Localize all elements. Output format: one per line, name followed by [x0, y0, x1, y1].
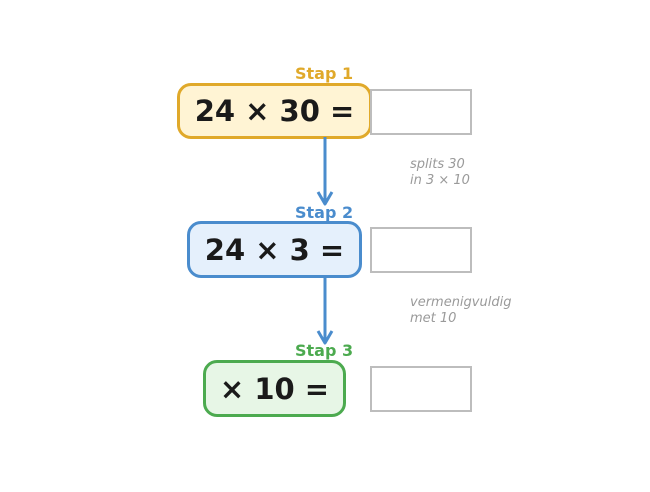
- note-1: splits 30 in 3 × 10: [410, 157, 470, 189]
- note-2-line-2: met 10: [410, 311, 457, 326]
- step-2-equation-text: 24 × 3 =: [204, 232, 345, 267]
- arrow-down-1-icon: [316, 137, 334, 206]
- step-3-answer-box[interactable]: [370, 366, 472, 412]
- step-1-answer-box[interactable]: [370, 89, 472, 135]
- step-1-equation: 24 × 30 =: [177, 83, 372, 139]
- step-1-equation-text: 24 × 30 =: [194, 94, 355, 128]
- step-2-equation: 24 × 3 =: [187, 221, 362, 278]
- note-1-line-2: in 3 × 10: [410, 173, 470, 188]
- step-3-label: Stap 3: [295, 341, 354, 360]
- arrow-down-2-icon: [316, 276, 334, 345]
- note-2: vermenigvuldig met 10: [410, 295, 511, 327]
- note-2-line-1: vermenigvuldig: [410, 295, 512, 310]
- step-3-equation-text: × 10 =: [219, 371, 330, 406]
- note-1-line-1: splits 30: [410, 157, 465, 172]
- step-2-label: Stap 2: [295, 203, 354, 222]
- step-2-answer-box[interactable]: [370, 227, 472, 273]
- step-1-label: Stap 1: [295, 64, 354, 83]
- step-3-equation: × 10 =: [203, 360, 346, 417]
